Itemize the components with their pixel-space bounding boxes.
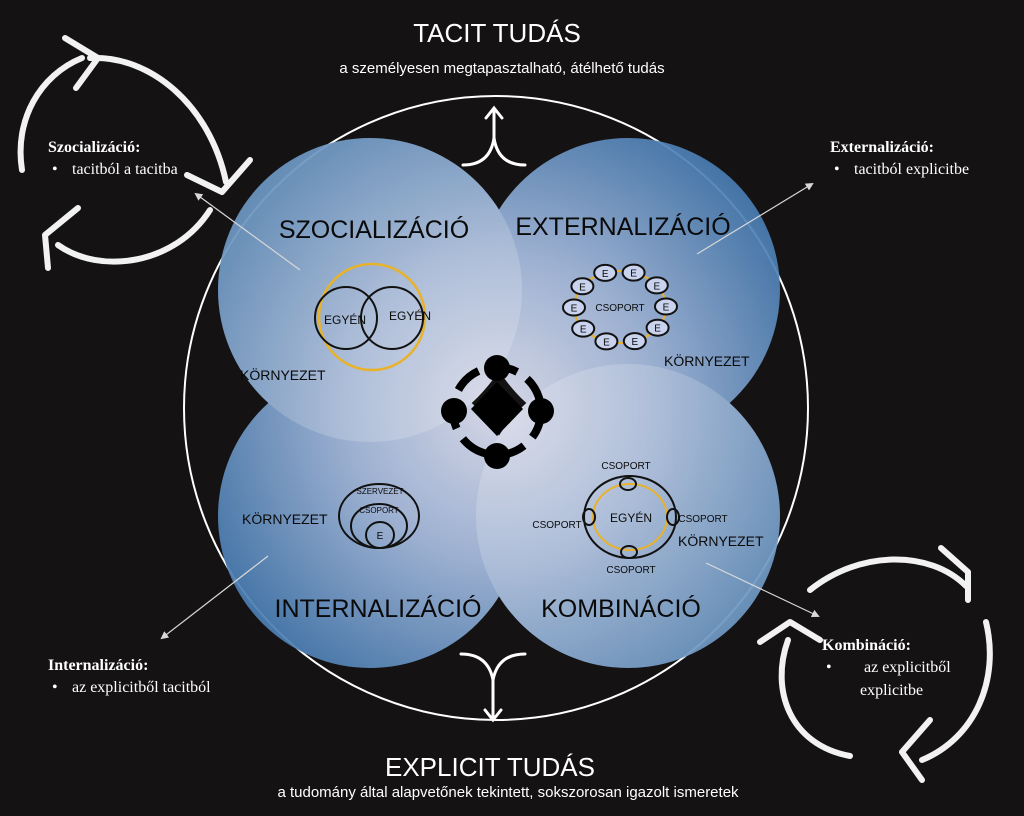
callout-externalization-bullet: •	[834, 161, 840, 178]
overlap-tint	[218, 138, 780, 668]
connector-socialization	[194, 192, 301, 271]
explicit-arrow-icon	[459, 652, 527, 723]
explicit-title: EXPLICIT TUDÁS	[385, 752, 595, 782]
combination-group-right: CSOPORT	[678, 514, 727, 525]
explicit-subtitle: a tudomány által alapvetőnek tekintett, …	[277, 784, 739, 801]
externalization-member-label: E	[602, 269, 609, 280]
callout-combination-heading: Kombináció:	[822, 637, 911, 654]
circle-externalization	[476, 138, 780, 442]
externalization-member-node	[570, 277, 595, 296]
internalization-env-label: KÖRNYEZET	[242, 510, 328, 527]
externalization-member-label: E	[631, 337, 638, 348]
center-cycle-icon	[441, 355, 554, 469]
internalization-member-label: E	[377, 531, 384, 542]
callout-combination-line2: explicitbe	[860, 682, 923, 699]
externalization-member-label: E	[653, 281, 660, 292]
callout-socialization-line1: tacitból a tacitba	[72, 161, 178, 178]
externalization-member-node	[621, 263, 646, 282]
internalization-nested	[338, 483, 420, 549]
externalization-member-node	[654, 297, 678, 316]
internalization-title: INTERNALIZÁCIÓ	[275, 594, 482, 623]
cycle-arrows-icon	[17, 35, 253, 271]
cycle-arrows-icon-2	[757, 545, 993, 783]
externalization-member-label: E	[663, 303, 670, 314]
tacit-arrow-icon	[461, 105, 527, 167]
circle-internalization	[218, 364, 522, 668]
combination-title: KOMBINÁCIÓ	[541, 594, 701, 623]
socialization-individuals: EGYÉN EGYÉN	[314, 262, 431, 372]
externalization-member-label: E	[571, 304, 578, 315]
externalization-member-label: E	[630, 269, 637, 280]
externalization-member-node	[622, 332, 647, 351]
callout-socialization-heading: Szocializáció:	[48, 139, 140, 156]
internalization-org-label: SZERVEZET	[357, 487, 404, 496]
externalization-member-label: E	[654, 324, 661, 335]
outer-circle	[183, 95, 809, 721]
socialization-individual-left: EGYÉN	[324, 312, 366, 327]
combination-group-bottom: CSOPORT	[606, 565, 655, 576]
internalization-group-label: CSOPORT	[359, 506, 399, 515]
callout-externalization-line1: tacitból explicitbe	[854, 161, 969, 178]
callout-externalization: Externalizáció: • tacitból explicitbe	[830, 139, 969, 178]
combination-group-left: CSOPORT	[532, 520, 581, 531]
combination-individual-label: EGYÉN	[610, 510, 652, 525]
callout-externalization-heading: Externalizáció:	[830, 139, 934, 156]
callout-internalization-line1: az explicitből tacitból	[72, 679, 211, 696]
combination-groups	[582, 475, 680, 559]
callout-socialization-bullet: •	[52, 161, 58, 178]
externalization-group-label: CSOPORT	[595, 303, 644, 314]
callout-internalization-heading: Internalizáció:	[48, 657, 148, 674]
connector-externalization	[696, 182, 814, 255]
combination-env-label: KÖRNYEZET	[678, 532, 764, 549]
socialization-env-label: KÖRNYEZET	[240, 366, 326, 383]
externalization-member-node	[593, 263, 618, 282]
tacit-title: TACIT TUDÁS	[413, 18, 581, 48]
callout-internalization: Internalizáció: • az explicitből tacitbó…	[48, 657, 211, 696]
externalization-member-label: E	[579, 282, 586, 293]
quadrant-circles	[218, 138, 780, 668]
socialization-title: SZOCIALIZÁCIÓ	[279, 215, 469, 244]
callout-connectors	[160, 182, 820, 640]
externalization-member-node	[644, 276, 669, 295]
externalization-member-label: E	[580, 325, 587, 336]
socialization-individual-right: EGYÉN	[389, 308, 431, 323]
callout-combination-line1: az explicitből	[864, 659, 951, 676]
connector-combination	[705, 562, 820, 618]
callout-internalization-bullet: •	[52, 679, 58, 696]
externalization-member-node	[594, 332, 619, 351]
externalization-env-label: KÖRNYEZET	[664, 352, 750, 369]
callout-socialization: Szocializáció: • tacitból a tacitba	[48, 139, 178, 178]
circle-socialization	[218, 138, 522, 442]
combination-group-top: CSOPORT	[601, 461, 650, 472]
circle-combination	[476, 364, 780, 668]
callout-combination-bullet: •	[826, 659, 832, 676]
tacit-subtitle: a személyesen megtapasztalható, átélhető…	[339, 60, 664, 77]
externalization-member-node	[562, 298, 586, 317]
externalization-member-node	[645, 318, 670, 337]
externalization-member-label: E	[603, 337, 610, 348]
externalization-member-node	[571, 319, 596, 338]
connector-internalization	[160, 555, 269, 640]
externalization-title: EXTERNALIZÁCIÓ	[515, 212, 730, 241]
callout-combination: Kombináció: • az explicitből explicitbe	[822, 637, 951, 699]
